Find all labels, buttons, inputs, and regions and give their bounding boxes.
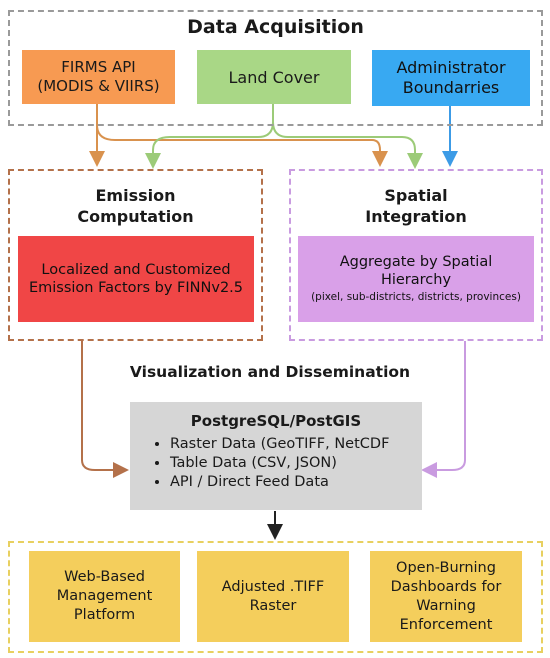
spatial-title-line2: Integration bbox=[365, 207, 467, 226]
database-title: PostgreSQL/PostGIS bbox=[190, 412, 362, 430]
land-cover-box: Land Cover bbox=[197, 50, 351, 104]
emission-title-line1: Emission bbox=[95, 186, 176, 205]
outputs-group bbox=[8, 541, 543, 653]
spatial-integration-title: Spatial Integration bbox=[289, 185, 543, 227]
emission-factors-box: Localized and Customized Emission Factor… bbox=[18, 236, 254, 322]
emission-box-line1: Localized and Customized bbox=[41, 262, 231, 278]
web-platform-box: Web-Based Management Platform bbox=[29, 551, 180, 642]
emission-computation-title: Emission Computation bbox=[8, 185, 263, 227]
arrow-spatial-to-database bbox=[421, 341, 466, 478]
database-box: PostgreSQL/PostGIS Raster Data (GeoTIFF,… bbox=[130, 402, 422, 510]
administrator-label: Administrator bbox=[396, 58, 506, 77]
boundaries-label: Boundarries bbox=[402, 78, 500, 97]
dashboards-line1: Open-Burning bbox=[396, 559, 496, 576]
firms-api-sublabel: (MODIS & VIIRS) bbox=[37, 77, 160, 95]
emission-computation-group bbox=[8, 169, 263, 341]
administrator-boundaries-box: Administrator Boundarries bbox=[372, 50, 530, 106]
web-platform-line1: Web-Based bbox=[64, 569, 145, 585]
emission-title-line2: Computation bbox=[77, 207, 194, 226]
spatial-title-line1: Spatial bbox=[384, 186, 448, 205]
arrow-landcover-to-spatial bbox=[272, 121, 423, 169]
emission-box-line2: Emission Factors by FINNv2.5 bbox=[28, 280, 244, 296]
adjusted-tiff-box: Adjusted .TIFF Raster bbox=[197, 551, 349, 642]
firms-api-label: FIRMS API bbox=[61, 58, 136, 76]
arrow-emission-to-database bbox=[81, 341, 129, 478]
database-items: Raster Data (GeoTIFF, NetCDF Table Data … bbox=[150, 435, 422, 492]
spatial-integration-group bbox=[289, 169, 543, 341]
data-acquisition-title: Data Acquisition bbox=[187, 16, 364, 38]
database-item-api: API / Direct Feed Data bbox=[170, 473, 422, 492]
spatial-hierarchy-box: Aggregate by Spatial Hierarchy (pixel, s… bbox=[298, 236, 534, 322]
database-item-table: Table Data (CSV, JSON) bbox=[170, 454, 422, 473]
spatial-box-line3: (pixel, sub-districts, districts, provin… bbox=[311, 291, 521, 303]
dashboards-line3: Warning bbox=[416, 597, 476, 614]
visualization-title: Visualization and Dissemination bbox=[129, 363, 411, 381]
dashboards-box: Open-Burning Dashboards for Warning Enfo… bbox=[370, 551, 522, 642]
spatial-box-line2: Hierarchy bbox=[380, 272, 452, 288]
dashboards-line2: Dashboards for bbox=[390, 578, 502, 595]
web-platform-line2: Management bbox=[56, 588, 153, 604]
web-platform-line3: Platform bbox=[73, 607, 136, 623]
arrow-firms-to-spatial bbox=[96, 124, 388, 167]
database-item-raster: Raster Data (GeoTIFF, NetCDF bbox=[170, 435, 422, 454]
data-acquisition-group bbox=[8, 10, 543, 126]
firms-api-box: FIRMS API (MODIS & VIIRS) bbox=[22, 50, 175, 104]
land-cover-label: Land Cover bbox=[228, 67, 320, 87]
adjusted-tiff-line1: Adjusted .TIFF bbox=[221, 578, 325, 595]
adjusted-tiff-line2: Raster bbox=[249, 597, 297, 614]
spatial-box-line1: Aggregate by Spatial bbox=[339, 254, 493, 270]
arrow-landcover-to-emission bbox=[145, 104, 274, 169]
dashboards-line4: Enforcement bbox=[399, 616, 493, 633]
